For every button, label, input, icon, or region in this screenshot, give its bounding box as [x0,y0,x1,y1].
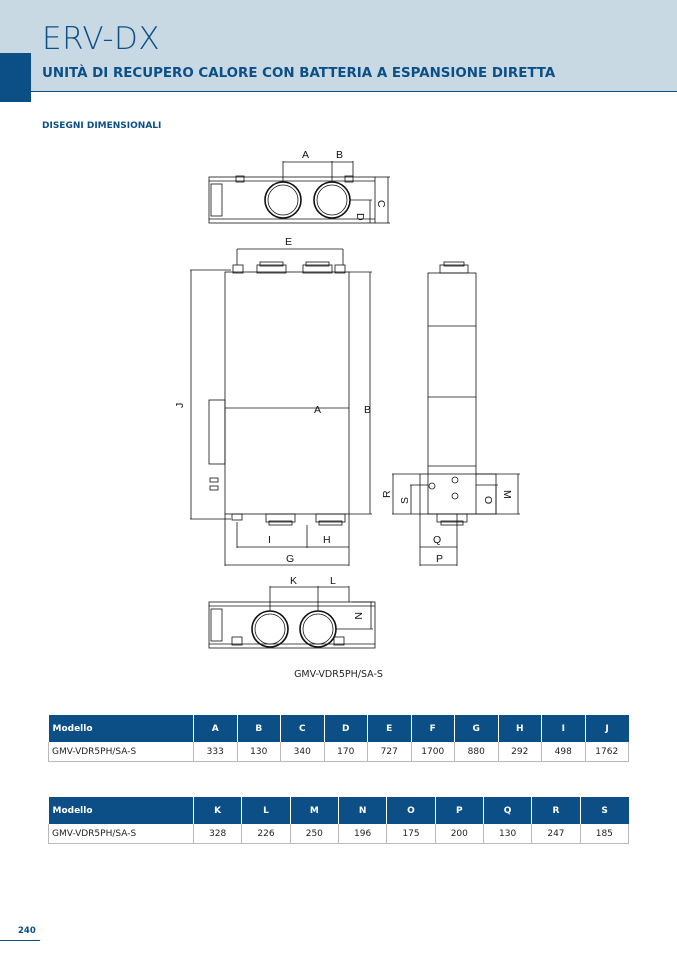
section-title: DISEGNI DIMENSIONALI [42,121,162,131]
page-subtitle: UNITÀ DI RECUPERO CALORE CON BATTERIA A … [42,66,556,81]
table-header-cell: L [241,797,291,824]
table-header-cell: B [237,715,281,742]
table-header-cell: I [541,715,586,742]
table-cell: 185 [580,824,630,844]
dim-label-i: I [268,534,271,546]
table-header-cell: O [386,797,436,824]
table-header-cell: P [435,797,484,824]
dim-label-s: S [399,497,411,504]
dim-label-b-top: B [336,149,343,161]
table-cell-model: GMV-VDR5PH/SA-S [48,742,194,762]
dim-label-d: D [354,213,366,221]
dim-label-e: E [285,236,292,248]
header-band [0,0,677,91]
table-row: GMV-VDR5PH/SA-S 333 130 340 170 727 1700… [48,742,629,762]
table-header-cell: N [338,797,388,824]
dim-label-m: M [501,490,513,499]
dim-label-g: G [286,553,294,565]
table-cell: 727 [367,742,412,762]
table-header-cell: Modello [48,715,194,742]
table-cell: 1762 [585,742,629,762]
table-cell: 196 [338,824,388,844]
header-divider [31,91,677,92]
top-view [208,161,390,224]
spec-table-1: Modello A B C D E F G H I J GMV-VDR5PH/S… [48,715,629,762]
dimensional-drawing: A B C D [174,149,520,649]
dim-label-h: H [323,534,331,546]
spec-table-2: Modello K L M N O P Q R S GMV-VDR5PH/SA-… [48,797,630,844]
header-accent-block [0,53,31,102]
table-cell: 170 [324,742,368,762]
dim-label-o: O [482,496,494,504]
table-cell: 226 [241,824,291,844]
table-header-cell: H [498,715,542,742]
table-cell: 292 [498,742,542,762]
table-header-cell: J [585,715,629,742]
dim-label-a-top: A [302,149,309,161]
dim-label-c: C [375,200,387,208]
dim-label-l: L [330,575,336,587]
table-header-row: Modello A B C D E F G H I J [48,715,629,742]
page-number-rule [0,940,40,941]
dim-label-n: N [352,612,364,620]
table-header-cell: A [193,715,238,742]
table-header-cell: D [324,715,368,742]
table-cell: 175 [386,824,436,844]
table-row: GMV-VDR5PH/SA-S 328 226 250 196 175 200 … [48,824,630,844]
table-cell: 328 [193,824,243,844]
table-cell: 247 [531,824,581,844]
table-cell: 333 [193,742,238,762]
side-view [392,261,520,566]
dim-label-r: R [381,490,393,498]
front-view [190,248,372,566]
table-cell: 130 [483,824,533,844]
page-title: ERV-DX [42,21,161,57]
table-cell: 200 [435,824,484,844]
table-header-cell: F [411,715,455,742]
table-header-row: Modello K L M N O P Q R S [48,797,629,824]
table-header-cell: G [454,715,499,742]
table-header-cell: M [290,797,339,824]
table-header-cell: C [280,715,325,742]
dim-label-p: P [436,553,443,565]
table-cell: 250 [290,824,339,844]
dim-label-q: Q [433,534,441,546]
table-header-cell: Modello [48,797,194,824]
table-cell-model: GMV-VDR5PH/SA-S [48,824,194,844]
table-cell: 498 [541,742,586,762]
table-header-cell: Q [483,797,533,824]
table-header-cell: R [531,797,581,824]
bottom-view [208,586,376,649]
dim-label-k: K [290,575,297,587]
dim-label-b-front: B [364,404,371,416]
table-cell: 130 [237,742,281,762]
table-cell: 1700 [411,742,455,762]
table-header-cell: S [580,797,629,824]
drawing-caption: GMV-VDR5PH/SA-S [294,669,383,680]
table-cell: 340 [280,742,325,762]
table-cell: 880 [454,742,499,762]
page-number: 240 [18,926,36,936]
dim-label-a-front: A [314,404,321,416]
table-header-cell: K [193,797,243,824]
dim-label-j: J [174,403,186,408]
table-header-cell: E [367,715,412,742]
